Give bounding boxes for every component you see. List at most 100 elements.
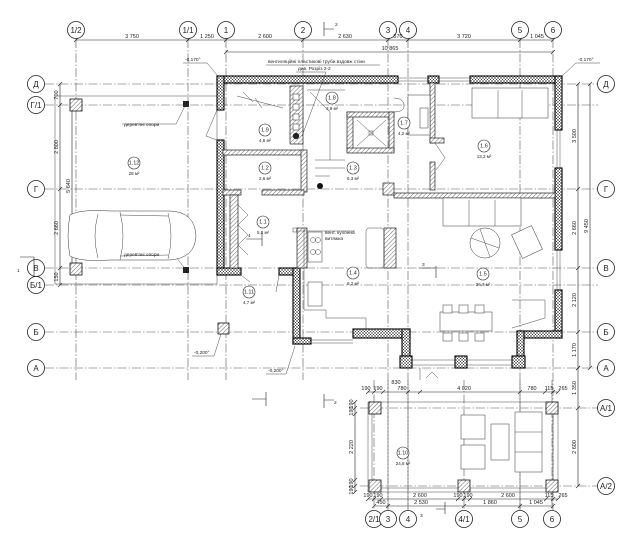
dimension-value: 190: [453, 493, 462, 499]
axis-bubble: Д: [27, 75, 45, 93]
room-tag: 1.9 4,6 м²: [258, 123, 272, 143]
room-tag: 1.536,7 м²: [476, 267, 491, 287]
axis-bubble: А: [597, 359, 615, 377]
room-area: 8,2 м²: [347, 281, 360, 286]
dimension-value: 115: [545, 386, 554, 392]
room-tag: 1.74,2 м²: [397, 116, 411, 136]
room-number: 1.9: [261, 127, 269, 133]
dimension-value: 150: [54, 272, 60, 281]
dimension-value: 2 660: [54, 221, 60, 235]
dimension-value: 1 250: [200, 34, 214, 40]
dimension-value: 2 600: [258, 34, 272, 40]
armchair: [460, 444, 486, 470]
room-area: 24,8 м²: [396, 461, 411, 466]
axis-label: 6: [550, 515, 555, 524]
dimension-value: 9 450: [584, 219, 590, 233]
note-wood-supports: дерев'яні опори: [124, 122, 160, 128]
room-number: 1.3: [349, 165, 357, 171]
column-post: [69, 98, 83, 112]
dimension-value: 1 045: [530, 34, 544, 40]
axis-bubble: 6: [544, 21, 562, 39]
dimension-value: 4 020: [457, 386, 471, 392]
room-area: 13,2 м²: [477, 154, 492, 159]
axis-label: Б: [33, 328, 38, 337]
axis-bubble: 6: [543, 510, 561, 528]
dimension-value: 2 530: [414, 500, 428, 506]
axis-bubble: В: [597, 259, 615, 277]
section-label: 3: [420, 513, 423, 519]
dimension-value: 2 660: [572, 221, 578, 235]
room-tag: 1.22,6 м²: [258, 161, 272, 181]
axis-label: Г: [34, 185, 39, 194]
dimension-value: 1 860: [483, 500, 497, 506]
room-number: 1.12: [129, 160, 140, 166]
axis-label: 1: [224, 26, 229, 35]
axis-label: 1/1: [182, 26, 194, 35]
axis-label: 4: [406, 515, 411, 524]
axis-label: Б/1: [30, 281, 42, 290]
dimension-value: 1 350: [572, 381, 578, 395]
room-area: 2,6 м²: [259, 176, 272, 181]
section-label: 2: [334, 400, 337, 406]
sofa: [514, 411, 543, 473]
axis-bubble: 4/1: [455, 510, 473, 528]
armchair: [460, 414, 486, 440]
room-number: 1.11: [244, 289, 254, 295]
room-number: 1.1: [259, 219, 267, 225]
dimension-value: 780: [397, 386, 406, 392]
room-tag: 1.613,2 м²: [477, 139, 492, 159]
exterior-walls: [205, 75, 563, 369]
dimension-value: 2 120: [572, 293, 578, 307]
dimension-value: 3 750: [125, 34, 139, 40]
axis-bubble: 1: [217, 21, 235, 39]
dimension-value: 190: [349, 406, 355, 415]
dimension-value: 265: [558, 386, 567, 392]
note-vent-pipes-ref: див. Розріз 2-2: [298, 66, 331, 72]
terrace: [367, 401, 559, 493]
note-kitchen-hood: вент. кухонна: [325, 231, 355, 236]
dimension-value: 1 045: [529, 500, 543, 506]
dimension-value: 10 865: [382, 46, 399, 52]
axis-bubble: А: [27, 359, 45, 377]
dimension-value: 3 720: [457, 34, 471, 40]
furniture: [236, 87, 549, 380]
axis-bubble: А/1: [597, 399, 615, 417]
column-post: [368, 479, 382, 493]
axis-label: 5: [518, 515, 523, 524]
axis-bubble: Г: [597, 180, 615, 198]
axis-label: 2: [301, 26, 306, 35]
axis-bubble: 1/1: [179, 21, 197, 39]
axis-bubble: Г/1: [27, 96, 45, 114]
section-marks: 1 2 2 3 3 4: [17, 22, 446, 519]
dimension-value: 115: [545, 493, 554, 499]
dimension-value: 190: [373, 386, 382, 392]
axis-bubble: В: [27, 259, 45, 277]
axis-label: Д: [33, 80, 39, 89]
dimension-value: 190: [349, 478, 355, 487]
dimension-value: 2 600: [501, 493, 515, 499]
column-post: [545, 401, 559, 415]
dimension-value: 2 220: [349, 440, 355, 454]
dimension-value: 570: [393, 34, 402, 40]
room-number: 1.5: [479, 271, 487, 277]
room-area: 28 м²: [129, 171, 140, 176]
column-post: [69, 262, 83, 276]
section-label: 4: [248, 233, 251, 239]
dimension-value: 2 630: [338, 34, 352, 40]
room-area: 4,6 м²: [259, 138, 272, 143]
dimension-value: 1 170: [572, 343, 578, 357]
room-tag: 1.83,9 м²: [325, 91, 339, 111]
room-labels: 1.15,8 м²1.22,6 м²1.36,3 м²1.48,2 м²1.53…: [127, 91, 492, 466]
coffee-table: [490, 423, 510, 461]
dimension-value: 2 800: [54, 140, 60, 154]
axis-bubble: Г: [27, 180, 45, 198]
room-area: 3,9 м²: [326, 106, 339, 111]
axis-bubble: 5: [511, 510, 529, 528]
dimension-value: 190: [363, 493, 372, 499]
elevation-mark: -0,200°: [268, 368, 284, 374]
stove: [307, 231, 323, 263]
room-tag: 1.114,7 м²: [242, 285, 256, 305]
section-label: 1: [17, 268, 20, 274]
axis-label: В: [33, 264, 38, 273]
